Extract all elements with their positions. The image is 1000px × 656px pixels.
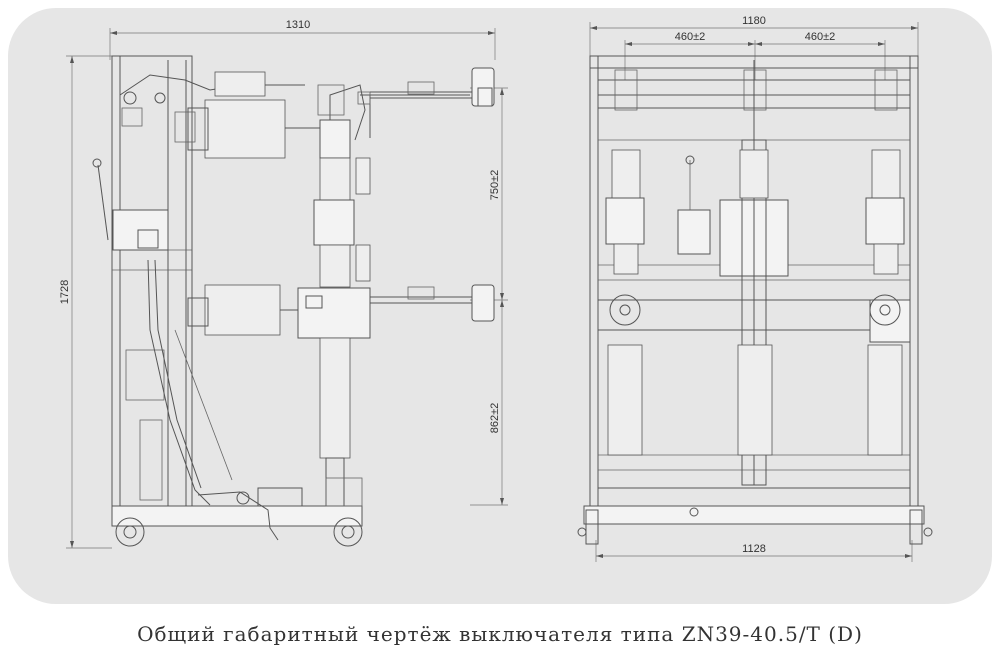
front-view: 1180 460±2 460±2 1128 — [577, 15, 933, 562]
dim-front-pitch: 460±2 460±2 — [624, 31, 886, 80]
dim-front-width: 1180 — [589, 15, 919, 58]
dim-front-base: 1128 — [595, 540, 913, 562]
dim-side-width: 1310 — [109, 19, 496, 60]
dim-front-base-label: 1128 — [742, 543, 766, 555]
side-terminals — [370, 67, 495, 322]
drawing-caption: Общий габаритный чертёж выключателя типа… — [137, 622, 863, 646]
pole-middle — [737, 69, 773, 456]
dim-front-width-label: 1180 — [742, 15, 766, 27]
pole-right — [865, 69, 905, 456]
top-small-insulator — [214, 71, 266, 97]
front-trolley — [577, 505, 933, 545]
lower-bushing — [204, 284, 281, 336]
support-insulator — [319, 337, 351, 459]
interrupter-column — [297, 84, 470, 507]
technical-drawing: 1310 1728 750±2 862±2 — [59, 15, 933, 562]
dim-side-width-label: 1310 — [286, 19, 310, 31]
dim-height-label: 1728 — [59, 280, 71, 304]
dim-height: 1728 — [59, 55, 112, 549]
side-view: 1310 1728 750±2 862±2 — [59, 19, 508, 549]
pole-left — [605, 69, 645, 456]
dim-side-lower-label: 862±2 — [489, 403, 501, 434]
upper-bushing — [204, 99, 286, 159]
side-trolley — [111, 477, 363, 547]
dim-side-upper-label: 750±2 — [489, 170, 501, 201]
dim-front-pitch-right-label: 460±2 — [805, 31, 836, 43]
dim-front-pitch-left-label: 460±2 — [675, 31, 706, 43]
